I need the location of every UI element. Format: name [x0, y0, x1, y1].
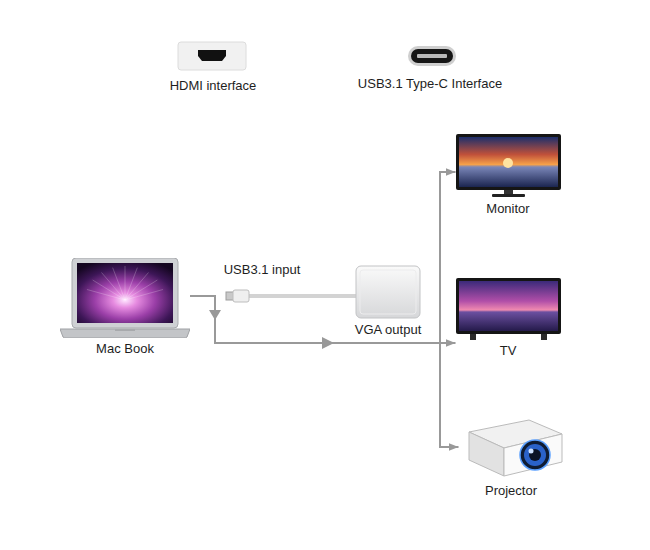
- adapter-picture: [355, 265, 421, 319]
- signal-connector: [190, 172, 456, 343]
- adapter-node: VGA output: [351, 265, 426, 338]
- usb-cable: [226, 290, 360, 302]
- tv-screen: [459, 281, 558, 331]
- screen-streak: [87, 289, 125, 300]
- monitor-neck: [504, 190, 513, 194]
- type-c-icon: [408, 46, 456, 66]
- interface-label: HDMI interface: [170, 78, 257, 94]
- laptop-node: Mac Book: [60, 258, 190, 357]
- adapter-body: [356, 266, 420, 318]
- screen-streak: [93, 280, 125, 300]
- screen-streak: [125, 280, 157, 300]
- screen-streak: [125, 266, 126, 300]
- screen-streak: [125, 289, 163, 300]
- hdmi-plate: [178, 42, 246, 70]
- node-label: VGA output: [355, 322, 422, 338]
- monitor-node: Monitor: [456, 134, 561, 217]
- projector-side: [469, 432, 504, 476]
- adapter-face: [360, 270, 416, 314]
- node-label-group: Mac Book: [60, 258, 190, 357]
- screen-sun: [503, 158, 513, 168]
- node-label-group: Projector: [459, 414, 564, 499]
- tv-foot: [470, 334, 476, 340]
- lens-ring: [524, 444, 546, 466]
- lens-highlight: [528, 449, 533, 454]
- node-label-group: VGA output: [351, 265, 426, 338]
- projector-lens: [520, 440, 550, 470]
- type-c-tongue: [417, 54, 447, 58]
- laptop-screen: [77, 263, 173, 323]
- laptop-lid: [72, 258, 178, 328]
- tv-picture: [456, 278, 561, 340]
- type-c-rim: [408, 46, 456, 66]
- interface-label: USB3.1 Type-C Interface: [358, 76, 502, 92]
- projector-node: Projector: [459, 414, 564, 499]
- hdmi-port: [198, 50, 226, 61]
- monitor-frame: [456, 134, 561, 190]
- screen-streak: [125, 272, 149, 300]
- lens-core: [529, 449, 541, 461]
- laptop-base: [60, 329, 190, 338]
- screen-streak: [101, 272, 125, 300]
- node-label-group: Monitor: [456, 134, 561, 217]
- node-label-group: TV: [456, 278, 561, 359]
- node-label: Mac Book: [96, 341, 154, 357]
- tv-node: TV: [456, 278, 561, 359]
- screen-streak: [113, 268, 125, 300]
- monitor-picture: [456, 134, 561, 198]
- projector-front: [504, 434, 562, 476]
- screen-streak: [125, 268, 137, 300]
- cable-wire: [249, 294, 360, 298]
- port-label: USB3.1 input: [224, 262, 301, 278]
- type-c-port: [411, 49, 453, 63]
- signal-connector: [190, 296, 459, 447]
- monitor-base: [492, 194, 525, 197]
- laptop-picture: [60, 258, 190, 338]
- node-label: TV: [500, 343, 517, 359]
- projector-picture: [459, 414, 564, 480]
- laptop-notch: [115, 329, 135, 331]
- tv-foot: [541, 334, 547, 340]
- tv-frame: [456, 278, 561, 334]
- node-label: Monitor: [486, 201, 529, 217]
- plug-housing: [233, 290, 249, 302]
- hdmi-icon: [178, 42, 246, 70]
- monitor-screen: [459, 137, 558, 187]
- node-label: Projector: [485, 483, 537, 499]
